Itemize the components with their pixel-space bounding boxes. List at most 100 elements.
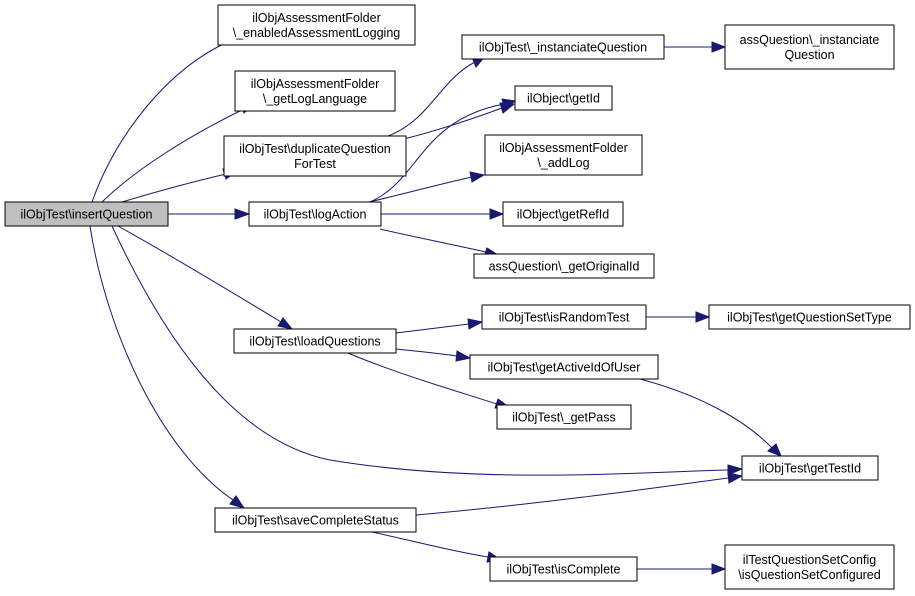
edge-insertQuestion-to-logAction xyxy=(168,208,251,220)
node-label: ilObjAssessmentFolder xyxy=(499,141,628,155)
arrowhead-icon xyxy=(727,472,744,484)
node-isComplete[interactable]: ilObjTest\isComplete xyxy=(489,556,638,582)
node-label: ilObjTest\insertQuestion xyxy=(20,208,152,222)
node-label: ilObject\getRefId xyxy=(517,208,609,222)
node-loadQuestions[interactable]: ilObjTest\loadQuestions xyxy=(233,328,397,354)
node-label: ilObjAssessmentFolder xyxy=(252,11,381,25)
node-assInstanciate[interactable]: assQuestion\_instanciateQuestion xyxy=(724,24,895,70)
edge-insertQuestion-to-saveCompleteStatus xyxy=(89,225,246,509)
arrowhead-icon xyxy=(229,495,246,509)
node-label: \_getLogLanguage xyxy=(263,92,367,106)
node-getOriginalId[interactable]: assQuestion\_getOriginalId xyxy=(473,253,655,279)
call-nodes: ilObjTest\insertQuestion ilObjAssessmentF… xyxy=(4,4,911,590)
edge-isRandomTest-to-getQuestionSetType xyxy=(646,311,711,323)
arrowhead-icon xyxy=(489,208,505,220)
node-label: ilObjTest\_getPass xyxy=(512,411,616,425)
node-getRefId[interactable]: ilObject\getRefId xyxy=(502,201,624,227)
node-label: ilObjTest\_instanciateQuestion xyxy=(479,41,647,55)
node-label: ForTest xyxy=(294,157,336,171)
edge-line xyxy=(395,348,458,357)
node-isRandomTest[interactable]: ilObjTest\isRandomTest xyxy=(481,304,647,330)
node-label: ilObjTest\getTestId xyxy=(759,462,861,476)
node-label: Question xyxy=(784,48,834,62)
node-label: ilObjTest\saveCompleteStatus xyxy=(232,514,399,528)
node-addLog[interactable]: ilObjAssessmentFolder\_addLog xyxy=(484,134,643,176)
node-getPass[interactable]: ilObjTest\_getPass xyxy=(496,404,632,430)
node-box xyxy=(724,544,895,590)
edge-logAction-to-getId xyxy=(369,98,517,203)
arrowhead-icon xyxy=(467,318,484,330)
node-getActiveIdOfUser[interactable]: ilObjTest\getActiveIdOfUser xyxy=(469,354,659,380)
node-instanciateQuestion[interactable]: ilObjTest\_instanciateQuestion xyxy=(461,34,665,60)
node-isQuestionSetConfigured[interactable]: ilTestQuestionSetConfig\isQuestionSetCon… xyxy=(724,544,895,590)
node-logAction[interactable]: ilObjTest\logAction xyxy=(248,201,382,227)
edge-insertQuestion-to-loadQuestions xyxy=(117,225,294,330)
edge-logAction-to-getOriginalId xyxy=(379,228,500,258)
node-label: ilObjAssessmentFolder xyxy=(251,77,380,91)
edge-line xyxy=(117,225,282,323)
node-label: ilObject\getId xyxy=(527,92,600,106)
node-box xyxy=(469,354,659,380)
node-box xyxy=(708,304,911,330)
edge-loadQuestions-to-isRandomTest xyxy=(395,318,484,334)
edge-line xyxy=(91,40,231,203)
edge-logAction-to-addLog xyxy=(368,171,486,203)
edge-line xyxy=(415,477,729,516)
node-insertQuestion[interactable]: ilObjTest\insertQuestion xyxy=(4,201,169,227)
node-label: ilObjTest\isComplete xyxy=(507,563,621,577)
node-box xyxy=(217,4,416,46)
arrowhead-icon xyxy=(727,464,744,476)
node-getTestId[interactable]: ilObjTest\getTestId xyxy=(741,455,879,481)
node-label: ilTestQuestionSetConfig xyxy=(743,553,876,567)
arrowhead-icon xyxy=(711,563,727,575)
node-label: ilObjTest\logAction xyxy=(264,208,367,222)
arrowhead-icon xyxy=(501,98,517,110)
edge-insertQuestion-to-getTestId xyxy=(111,225,744,476)
arrowhead-icon xyxy=(711,41,727,53)
edge-line xyxy=(347,352,498,405)
edge-line xyxy=(89,225,234,501)
node-getId[interactable]: ilObject\getId xyxy=(514,85,613,111)
node-box xyxy=(234,70,396,112)
arrowhead-icon xyxy=(767,443,782,457)
node-box xyxy=(489,556,638,582)
edge-line xyxy=(369,103,505,203)
node-getQuestionSetType[interactable]: ilObjTest\getQuestionSetType xyxy=(708,304,911,330)
edge-insertQuestion-to-duplicateQuestion xyxy=(121,168,239,203)
arrowhead-icon xyxy=(695,311,711,323)
node-label: assQuestion\_instanciate xyxy=(740,33,880,47)
node-box xyxy=(223,135,407,177)
edge-insertQuestion-to-enabledLogging xyxy=(91,35,242,203)
edge-line xyxy=(371,531,489,558)
edge-line xyxy=(387,61,476,137)
node-label: ilObjTest\loadQuestions xyxy=(249,335,380,349)
node-box xyxy=(484,134,643,176)
node-label: \isQuestionSetConfigured xyxy=(738,568,880,582)
node-label: ilObjTest\isRandomTest xyxy=(499,311,630,325)
node-box xyxy=(461,34,665,60)
node-label: ilObjTest\duplicateQuestion xyxy=(239,142,391,156)
edge-line xyxy=(639,378,773,449)
node-box xyxy=(481,304,647,330)
arrowhead-icon xyxy=(469,171,486,183)
node-box xyxy=(248,201,382,227)
edge-line xyxy=(101,107,247,203)
node-getLogLanguage[interactable]: ilObjAssessmentFolder\_getLogLanguage xyxy=(234,70,396,112)
node-saveCompleteStatus[interactable]: ilObjTest\saveCompleteStatus xyxy=(214,507,417,533)
node-label: ilObjTest\getQuestionSetType xyxy=(727,311,892,325)
edge-line xyxy=(368,176,473,203)
node-enabledLogging[interactable]: ilObjAssessmentFolder\_enabledAssessment… xyxy=(217,4,416,46)
node-box xyxy=(4,201,169,227)
node-box xyxy=(502,201,624,227)
edge-instanciateQuestion-to-assInstanciate xyxy=(664,41,727,53)
node-box xyxy=(741,455,879,481)
edge-loadQuestions-to-getActiveIdOfUser xyxy=(395,348,472,362)
edge-line xyxy=(121,173,227,203)
edge-logAction-to-getRefId xyxy=(381,208,505,220)
edge-line xyxy=(399,107,503,141)
edge-line xyxy=(395,323,470,334)
node-label: \_addLog xyxy=(537,156,589,170)
edge-line xyxy=(379,228,487,253)
